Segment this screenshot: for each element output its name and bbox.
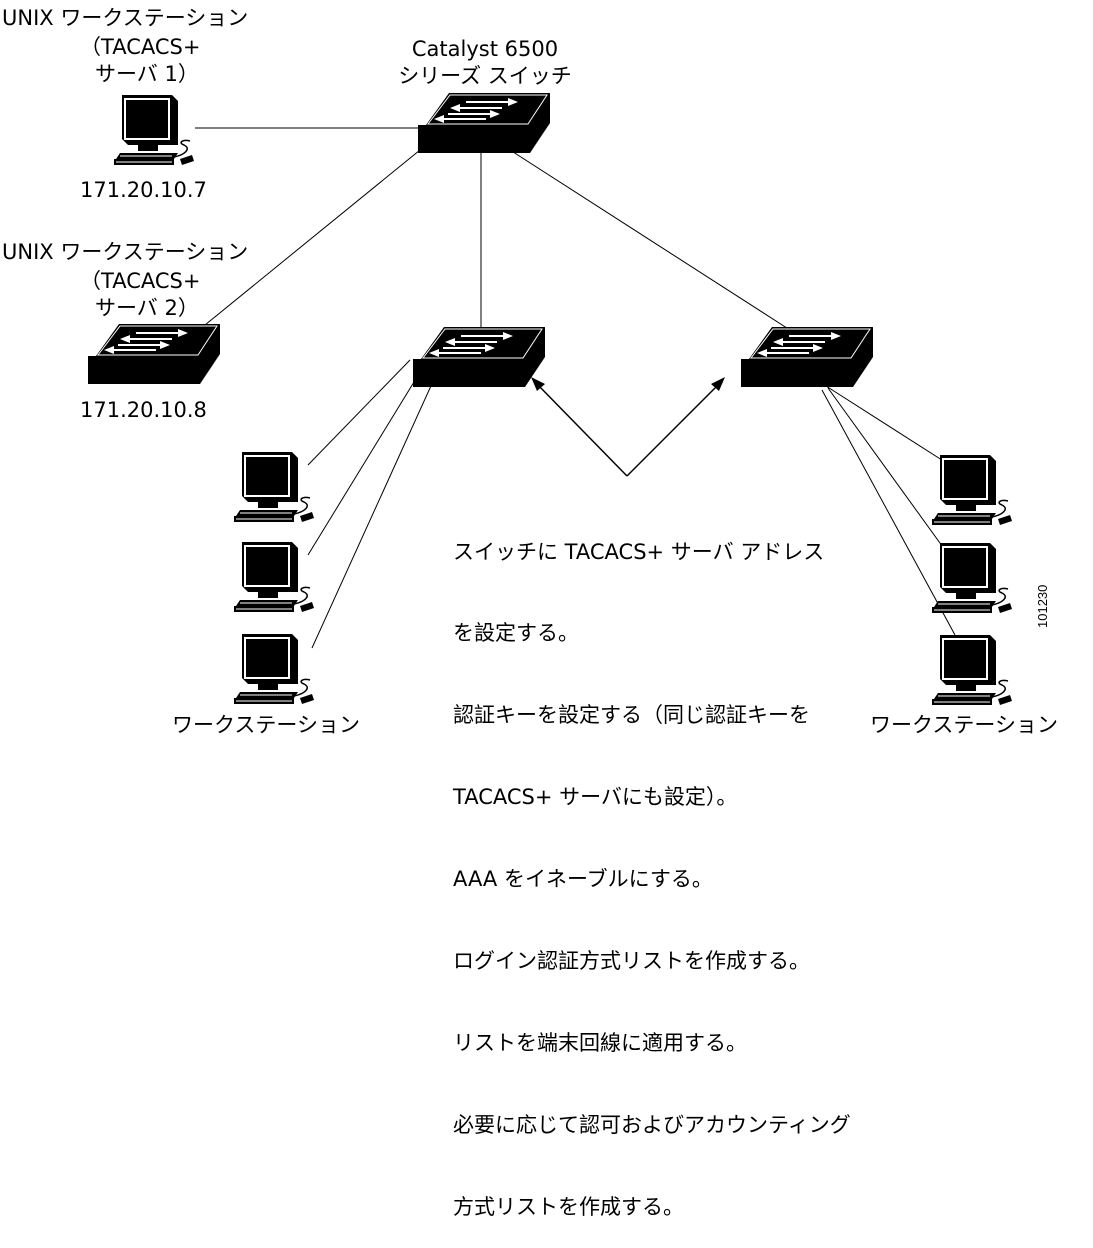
network-diagram	[87, 92, 1013, 706]
arrowhead-left	[531, 377, 545, 391]
step-line: を設定する。	[453, 621, 579, 646]
server2-ip: 171.20.10.8	[80, 398, 207, 422]
link-right-ws3	[821, 389, 956, 636]
arrowhead-right	[711, 377, 725, 391]
figure-id: 101230	[1035, 584, 1050, 628]
server2-label-line3: サーバ 2）	[95, 296, 199, 320]
link-right-ws1	[825, 385, 946, 463]
step-line: TACACS+ サーバにも設定）。	[453, 785, 738, 810]
access-switch-right-icon	[740, 326, 874, 388]
right-workstation-1-icon	[931, 454, 1013, 526]
server2-label-line2: （TACACS+	[80, 269, 201, 293]
server1-ip: 171.20.10.7	[80, 178, 207, 202]
link-core-access-right	[509, 149, 791, 331]
link-left-ws1	[307, 359, 411, 466]
link-left-ws3	[311, 365, 441, 649]
link-left-ws2	[307, 363, 426, 556]
server1-workstation-icon	[113, 94, 195, 166]
link-server2-core	[204, 149, 421, 326]
core-switch-icon	[417, 92, 551, 154]
server1-label-line2: （TACACS+	[80, 35, 201, 59]
right-workstation-2-icon	[931, 542, 1013, 614]
configuration-steps: スイッチに TACACS+ サーバ アドレス を設定する。 認証キーを設定する（…	[453, 484, 851, 1248]
workstations-left-label: ワークステーション	[172, 713, 360, 737]
step-line: 認証キーを設定する（同じ認証キーを	[453, 703, 810, 728]
left-workstation-3-icon	[233, 633, 315, 705]
left-workstation-2-icon	[233, 541, 315, 613]
right-workstation-3-icon	[931, 634, 1013, 706]
server1-label-line3: サーバ 1）	[95, 62, 199, 86]
core-switch-label-line2: シリーズ スイッチ	[398, 64, 572, 88]
left-workstation-1-icon	[233, 451, 315, 523]
link-right-ws2	[827, 387, 946, 551]
server1-label-line1: UNIX ワークステーション	[2, 6, 249, 30]
step-line: 方式リストを作成する。	[453, 1194, 684, 1219]
step-line: AAA をイネーブルにする。	[453, 867, 713, 892]
connection-lines	[195, 127, 956, 649]
core-switch-label-line1: Catalyst 6500	[411, 37, 559, 61]
server2-switch-icon	[87, 323, 221, 385]
step-line: スイッチに TACACS+ サーバ アドレス	[453, 539, 825, 564]
step-line: ログイン認証方式リストを作成する。	[453, 949, 810, 974]
step-line: 必要に応じて認可およびアカウンティング	[453, 1112, 851, 1137]
access-switch-left-icon	[412, 326, 546, 388]
server2-label-line1: UNIX ワークステーション	[2, 240, 249, 264]
workstations-right-label: ワークステーション	[870, 713, 1058, 737]
callout-arrows	[536, 383, 720, 477]
step-line: リストを端末回線に適用する。	[453, 1030, 747, 1055]
